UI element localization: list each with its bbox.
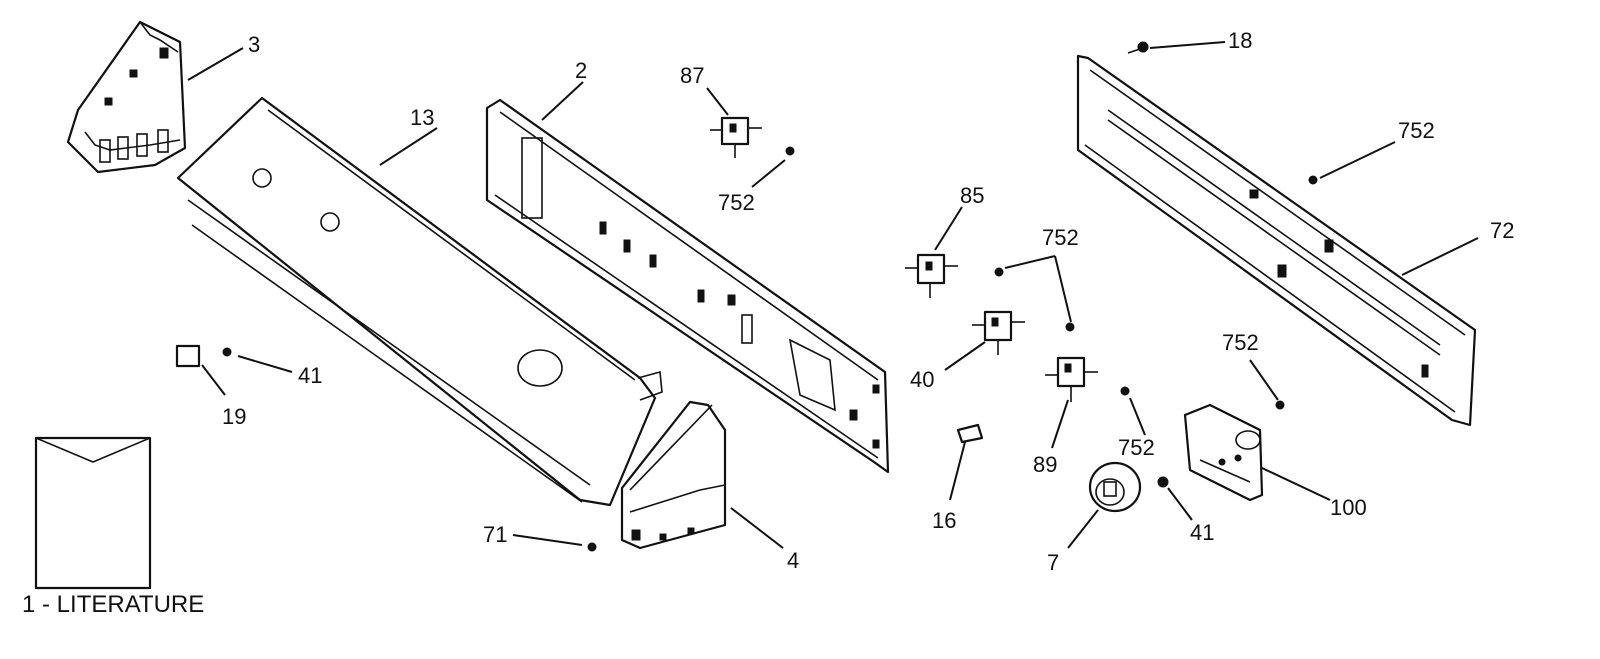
callout-100: 100 [1330,495,1367,520]
callout-85: 85 [960,183,984,208]
part-89-switch [1045,356,1098,402]
callout-7: 7 [1047,550,1059,575]
part-85-switch [905,253,958,298]
callout-18: 18 [1228,28,1252,53]
callout-87: 87 [680,63,704,88]
callout-13: 13 [410,105,434,130]
callout-752-b: 752 [1042,225,1079,250]
literature-envelope-icon [34,436,152,590]
part-7-knob [1088,461,1142,513]
callout-89: 89 [1033,452,1057,477]
callout-752-c: 752 [1118,435,1155,460]
callout-40: 40 [910,367,934,392]
part-40-switch [972,310,1025,355]
callout-3: 3 [248,32,260,57]
leader-lines [187,41,1479,549]
callout-72: 72 [1490,218,1514,243]
part-13-panel-shell [176,96,663,507]
part-4-end-cap [620,400,727,550]
callout-19: 19 [222,404,246,429]
part-2-panel-frame [485,98,890,474]
callout-752-e: 752 [1222,330,1259,355]
callout-41-a: 41 [298,363,322,388]
small-hardware [175,41,1318,552]
part-87-switch [710,116,762,158]
callout-752-d: 752 [1398,118,1435,143]
callout-752-a: 752 [718,190,755,215]
part-3-end-bracket [66,20,187,174]
literature-label: 1 - LITERATURE [22,591,204,618]
callout-16: 16 [932,508,956,533]
callout-71: 71 [483,522,507,547]
callout-41-b: 41 [1190,520,1214,545]
callout-4: 4 [787,548,799,573]
part-100-timer [1183,403,1264,502]
part-72-rear-panel [1076,54,1477,427]
callout-labels: 3 13 2 87 752 85 752 40 89 752 16 18 752… [222,28,1514,575]
callout-2: 2 [575,58,587,83]
